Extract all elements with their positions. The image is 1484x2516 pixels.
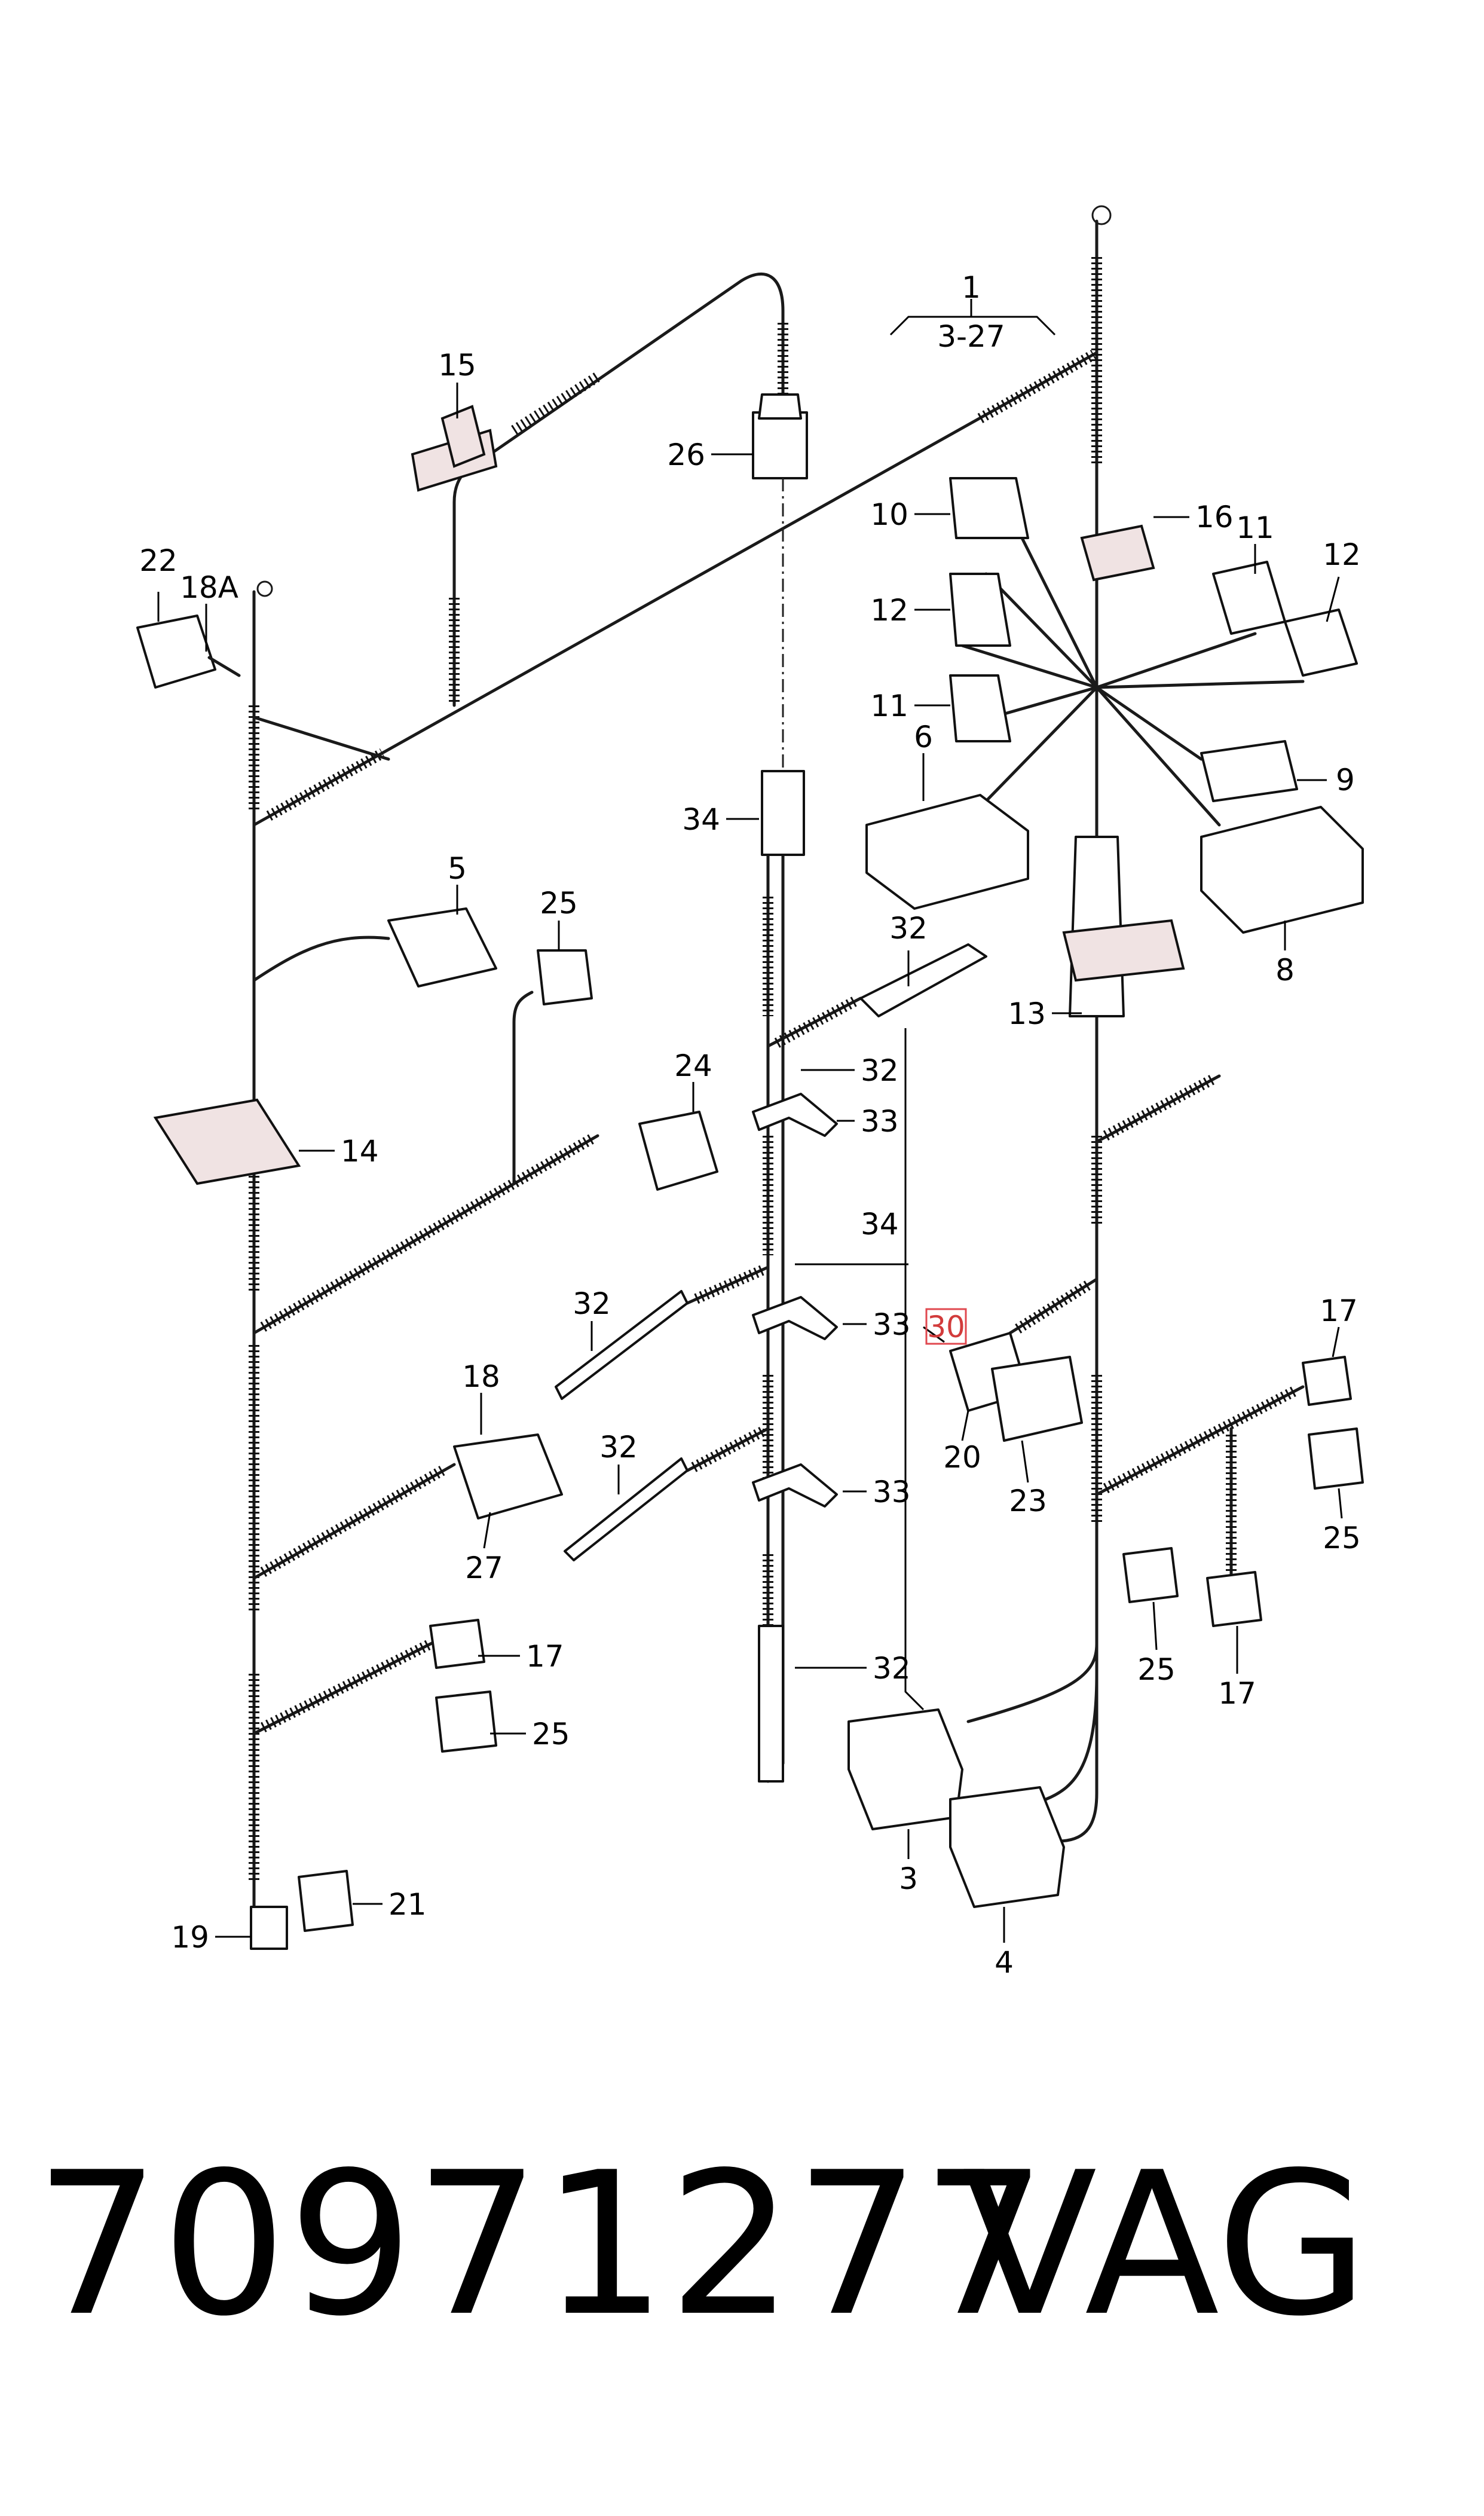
brand-name: VAG xyxy=(962,2130,1369,2359)
label-25-bottom: 25 xyxy=(1137,1652,1176,1687)
label-23: 23 xyxy=(1009,1484,1047,1518)
wiring-harness-diagram: 1 3-27 15 26 10 16 11 12 12 11 6 9 8 13 … xyxy=(136,205,1364,1980)
label-13: 13 xyxy=(1008,996,1046,1031)
grommet-14 xyxy=(153,1098,301,1185)
grommet-13-plate xyxy=(1062,919,1185,982)
connector-11-left xyxy=(949,674,1011,742)
label-27: 27 xyxy=(465,1551,503,1585)
label-1-range: 3-27 xyxy=(937,319,1005,354)
label-24: 24 xyxy=(674,1048,712,1083)
label-32-bottom: 32 xyxy=(873,1651,911,1686)
sensor-32-top xyxy=(859,943,987,1017)
label-34-mid: 34 xyxy=(861,1207,899,1242)
sensor-17-bottom xyxy=(1206,1571,1262,1627)
label-5: 5 xyxy=(448,851,467,886)
label-16: 16 xyxy=(1195,500,1234,534)
label-9: 9 xyxy=(1336,763,1355,797)
label-18: 18 xyxy=(462,1359,500,1394)
sensor-32-bottom xyxy=(758,1625,784,1783)
clip-33-c xyxy=(752,1463,838,1508)
connector-21 xyxy=(298,1870,354,1932)
label-33-b: 33 xyxy=(873,1307,911,1342)
label-33-a: 33 xyxy=(861,1104,899,1139)
clip-33-a xyxy=(752,1093,838,1137)
label-17-bottom: 17 xyxy=(1218,1676,1256,1711)
label-17-right: 17 xyxy=(1320,1294,1358,1328)
label-33-c: 33 xyxy=(873,1475,911,1509)
connector-23 xyxy=(991,1356,1083,1442)
connector-22 xyxy=(136,615,216,689)
callout-labels: 1 3-27 15 26 10 16 11 12 12 11 6 9 8 13 … xyxy=(139,270,1361,1980)
label-8: 8 xyxy=(1275,953,1295,988)
label-10: 10 xyxy=(870,497,908,532)
label-1: 1 xyxy=(962,270,981,305)
leader-lines xyxy=(157,299,1343,1943)
part-number: 70971277 xyxy=(35,2130,1048,2359)
label-22: 22 xyxy=(139,543,178,578)
connector-26 xyxy=(752,411,808,479)
label-14: 14 xyxy=(341,1134,379,1169)
sensor-17-left xyxy=(429,1619,485,1669)
connector-25-right xyxy=(1308,1427,1364,1490)
connector-25-left xyxy=(435,1690,497,1753)
label-20: 20 xyxy=(943,1440,981,1475)
connector-3 xyxy=(847,1708,963,1830)
connector-9 xyxy=(1200,740,1298,802)
label-4: 4 xyxy=(995,1945,1014,1980)
sensor-19 xyxy=(250,1906,288,1950)
label-12-right: 12 xyxy=(1323,537,1361,572)
label-26: 26 xyxy=(667,438,705,472)
connector-4 xyxy=(949,1786,1065,1908)
label-12-left: 12 xyxy=(870,593,908,628)
label-25-top: 25 xyxy=(540,886,578,921)
label-15: 15 xyxy=(438,348,476,383)
label-34-top: 34 xyxy=(682,802,720,837)
sensor-32-mid xyxy=(555,1290,689,1400)
clip-33-b xyxy=(752,1296,838,1340)
label-18a: 18A xyxy=(180,570,238,605)
connector-11-right xyxy=(1212,561,1286,635)
label-32-low: 32 xyxy=(599,1430,638,1465)
relay-carrier-6 xyxy=(865,794,1029,910)
label-11-left: 11 xyxy=(870,689,908,723)
relay-carrier-8 xyxy=(1200,806,1364,934)
sensor-32-low xyxy=(564,1457,689,1561)
connector-25-top xyxy=(537,949,593,1005)
connector-10 xyxy=(949,477,1029,539)
highlight-box-30 xyxy=(925,1308,967,1345)
label-21: 21 xyxy=(388,1887,427,1922)
connector-5 xyxy=(387,907,497,988)
grommet-16 xyxy=(1080,524,1155,582)
grommet-15-sleeve xyxy=(440,405,486,468)
connector-12-right xyxy=(1284,609,1358,677)
label-11-right: 11 xyxy=(1236,510,1274,545)
connector-12-left xyxy=(949,573,1011,647)
connector-25-bottom xyxy=(1122,1547,1179,1603)
label-30: 30 xyxy=(927,1310,965,1344)
label-17-left: 17 xyxy=(526,1639,564,1674)
connector-24 xyxy=(638,1111,718,1191)
label-25-right: 25 xyxy=(1323,1521,1361,1555)
components xyxy=(136,393,1364,1950)
label-6: 6 xyxy=(914,720,933,754)
label-25-left: 25 xyxy=(532,1717,570,1751)
connector-34 xyxy=(761,770,805,856)
connector-18-27 xyxy=(453,1433,563,1520)
label-32-mid: 32 xyxy=(573,1286,611,1321)
sensor-17-right xyxy=(1302,1356,1352,1406)
label-3: 3 xyxy=(899,1861,918,1896)
label-32-top: 32 xyxy=(889,911,928,946)
label-32-a: 32 xyxy=(861,1053,899,1088)
label-19: 19 xyxy=(171,1920,209,1955)
